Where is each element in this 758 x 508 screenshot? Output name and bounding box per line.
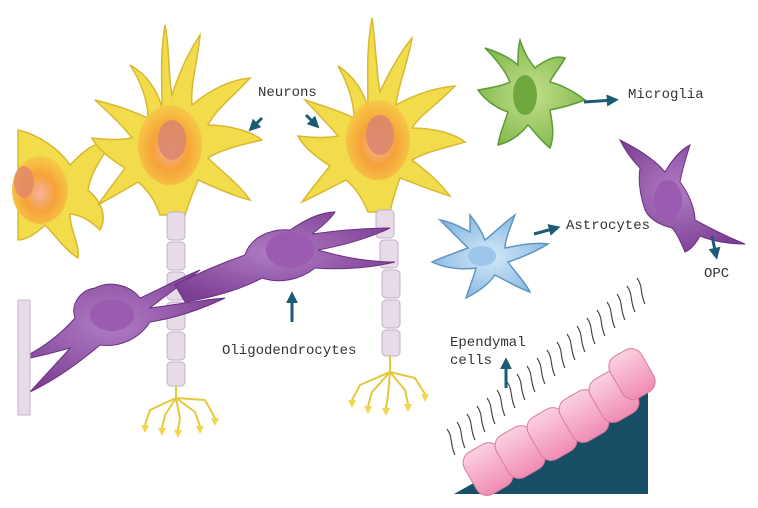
- microglia-cell: [478, 40, 585, 148]
- opc-cell: [620, 140, 745, 252]
- label-ependymal-line2: cells: [450, 352, 492, 370]
- ependymal-cells: [447, 278, 660, 500]
- arrow-neurons-left: [252, 118, 262, 128]
- arrow-neurons-right: [306, 115, 316, 125]
- astrocyte-cell: [432, 215, 548, 298]
- neuron-center: [92, 25, 262, 438]
- arrow-astrocytes: [534, 228, 556, 234]
- label-opc: OPC: [704, 265, 729, 283]
- arrow-microglia: [584, 100, 614, 102]
- oligodendrocyte-center: [175, 212, 395, 302]
- label-ependymal-line1: Ependymal: [450, 334, 526, 352]
- label-neurons: Neurons: [258, 84, 317, 102]
- myelin-sheath-center: [167, 212, 185, 386]
- label-microglia: Microglia: [628, 86, 704, 104]
- label-astrocytes: Astrocytes: [566, 217, 650, 235]
- label-oligodendrocytes: Oligodendrocytes: [222, 342, 356, 360]
